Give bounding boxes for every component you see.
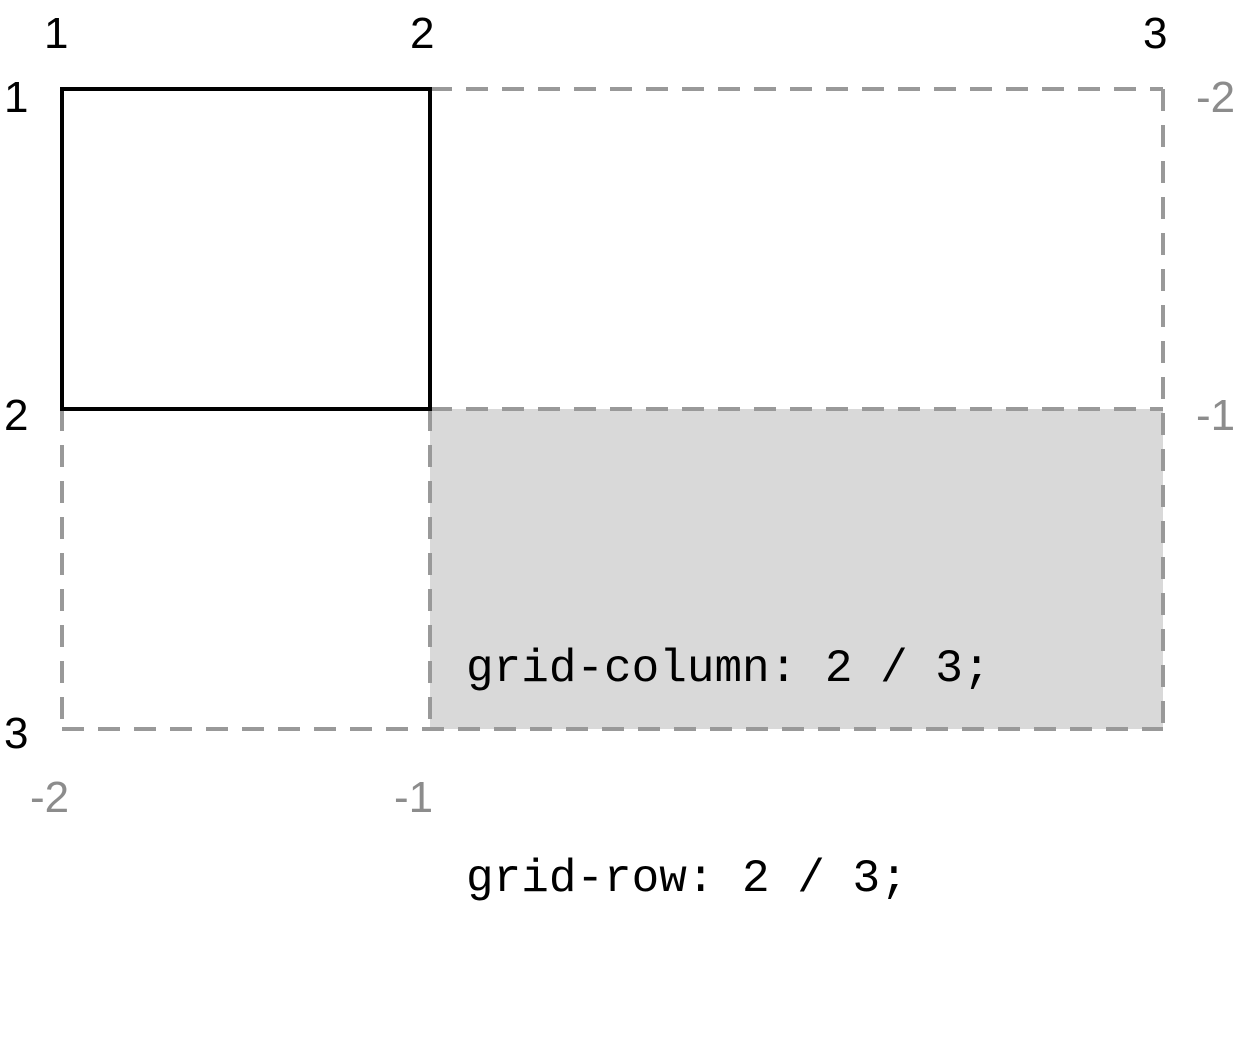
column-line-3-label: 3 <box>1143 9 1168 58</box>
column-line-neg-2-label: -2 <box>30 773 70 822</box>
grid-lines-canvas <box>60 87 1165 731</box>
implicit-grid-lines <box>60 87 1165 731</box>
code-line-grid-row: grid-row: 2 / 3; <box>466 853 908 905</box>
explicit-grid-cell <box>60 87 432 411</box>
code-line-grid-column: grid-column: 2 / 3; <box>466 643 991 695</box>
placed-item-cell <box>430 409 1163 729</box>
row-line-3-label: 3 <box>4 709 29 758</box>
row-line-neg-2-label: -2 <box>1196 73 1236 122</box>
css-code-snippet: grid-column: 2 / 3; grid-row: 2 / 3; <box>466 494 991 1054</box>
column-line-neg-1-label: -1 <box>394 773 434 822</box>
grid-diagram: 1 2 3 1 2 3 -2 -1 -2 -1 grid-column: 2 /… <box>4 9 1236 906</box>
column-line-1-label: 1 <box>44 9 69 58</box>
column-line-2-label: 2 <box>410 9 435 58</box>
row-line-neg-1-label: -1 <box>1196 391 1236 440</box>
row-line-1-label: 1 <box>4 73 29 122</box>
row-line-2-label: 2 <box>4 391 29 440</box>
